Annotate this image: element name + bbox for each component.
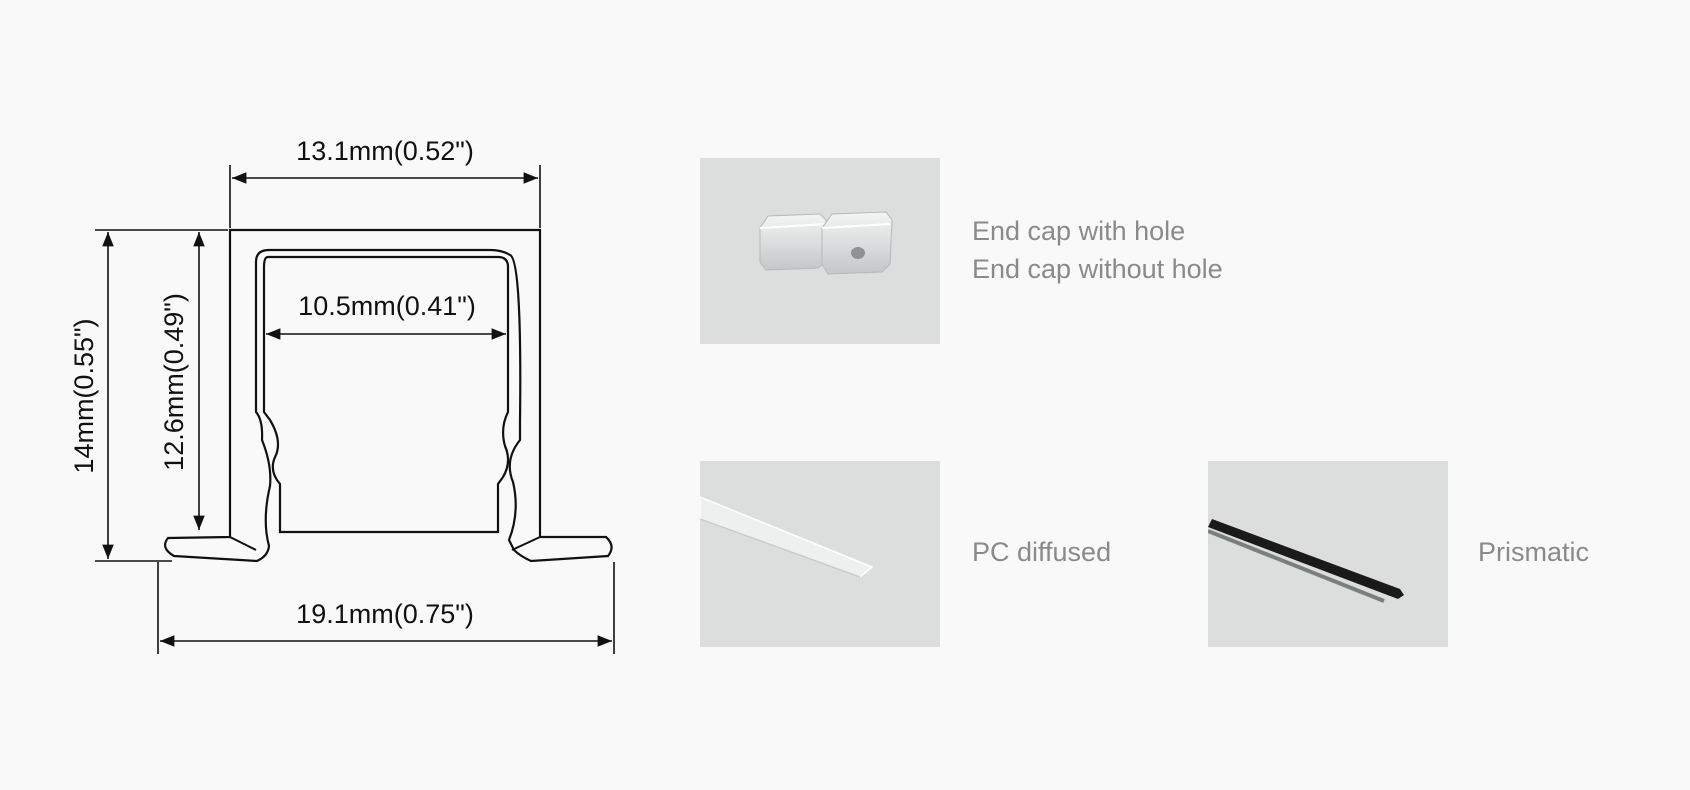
end-cap-without-hole-label: End cap without hole <box>972 254 1223 284</box>
diffuser-strip-icon <box>700 496 874 578</box>
prismatic-photo <box>1208 461 1448 647</box>
pc-diffused-caption: PC diffused <box>972 533 1111 571</box>
top-width-label: 13.1mm(0.52") <box>296 136 474 166</box>
end-caps-photo <box>700 158 940 344</box>
prismatic-caption: Prismatic <box>1478 533 1589 571</box>
prismatic-strip-icon <box>1208 519 1404 603</box>
profile-shoulder-left <box>229 536 257 551</box>
pc-diffused-photo <box>700 461 940 647</box>
end-cap-with-hole-label: End cap with hole <box>972 216 1186 246</box>
inner-width-label: 10.5mm(0.41") <box>298 291 476 321</box>
profile-inner-channel <box>262 255 510 534</box>
profile-shoulder-right <box>511 536 541 551</box>
base-width-label: 19.1mm(0.75") <box>296 599 474 629</box>
end-caps-caption: End cap with hole End cap without hole <box>972 212 1223 288</box>
inner-height-label: 12.6mm(0.49") <box>159 293 189 471</box>
prismatic-label: Prismatic <box>1478 537 1590 567</box>
profile-cross-section-drawing: 13.1mm(0.52") 10.5mm(0.41") 14mm(0.55") … <box>69 136 615 654</box>
pc-diffused-label: PC diffused <box>972 537 1112 567</box>
profile-outline <box>164 228 613 563</box>
total-height-label: 14mm(0.55") <box>69 318 99 473</box>
end-caps-icon <box>759 211 893 275</box>
